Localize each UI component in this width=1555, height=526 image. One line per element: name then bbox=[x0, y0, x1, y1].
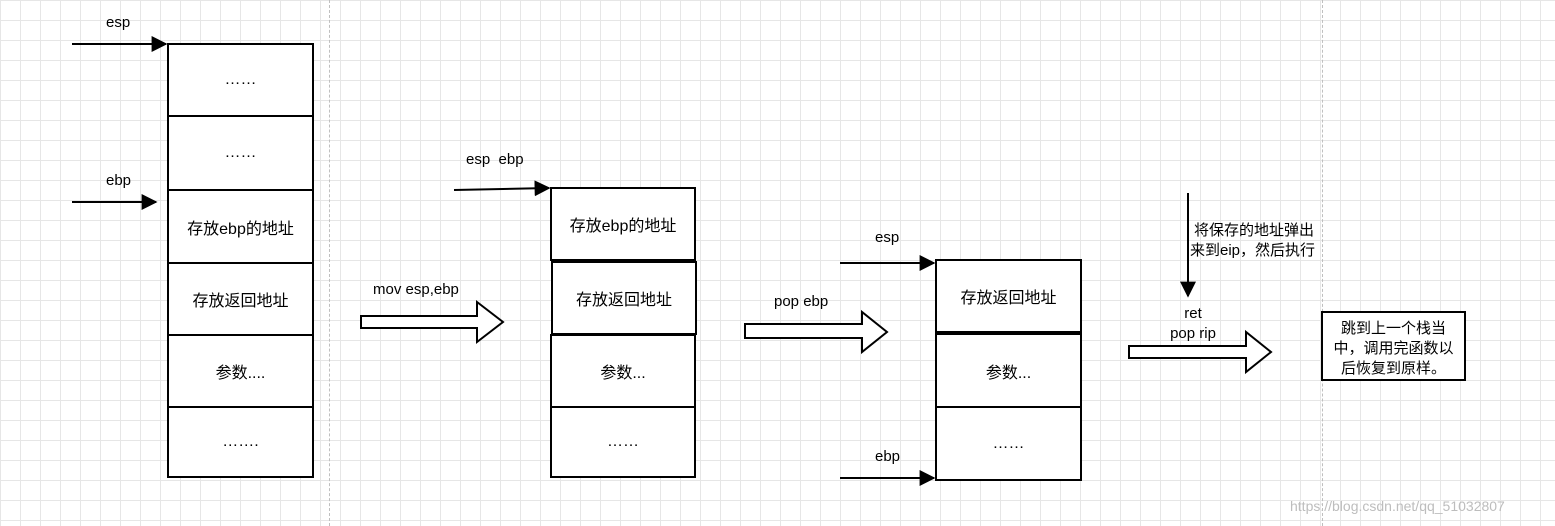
step3-note-line2: 来到eip，然后执行 bbox=[1190, 242, 1316, 259]
stack3-esp-label: esp bbox=[875, 229, 900, 246]
stack1-cell-3-text: 存放ebp的地址 bbox=[187, 220, 294, 238]
stack2-pointer-label: esp ebp bbox=[466, 151, 524, 168]
result-line-3: 后恢复到原样。 bbox=[1340, 360, 1446, 377]
stack2-cell-2-text: 存放返回地址 bbox=[575, 292, 672, 309]
step-arrow-2 bbox=[744, 309, 889, 355]
step1-instruction: mov esp,ebp bbox=[373, 281, 459, 298]
step3-instruction-line2: pop rip bbox=[1170, 325, 1216, 342]
step3-instruction-line1: ret bbox=[1184, 305, 1202, 322]
step3-note-line1: 将保存的地址弹出 bbox=[1194, 222, 1315, 239]
stack2-cell-3-text: 参数... bbox=[600, 365, 646, 382]
stack3-cell-3: …… bbox=[935, 406, 1082, 481]
stack1-cell-4-text: 存放返回地址 bbox=[192, 293, 289, 310]
stack3-cell-2: 参数... bbox=[935, 333, 1082, 408]
step2-instruction: pop ebp bbox=[774, 293, 829, 310]
stack1-cell-2-text: …… bbox=[224, 144, 257, 161]
result-line-1: 跳到上一个栈当 bbox=[1340, 320, 1446, 337]
stack1-cell-5-text: 参数.... bbox=[215, 365, 266, 382]
stack1-cell-1-text: …… bbox=[224, 71, 257, 88]
step-arrow-1 bbox=[360, 299, 505, 345]
result-line-2: 中，调用完函数以 bbox=[1333, 340, 1454, 357]
stack3-cell-1: 存放返回地址 bbox=[935, 259, 1082, 333]
esp-ebp-pointer-arrow-2 bbox=[453, 180, 551, 197]
page-divider-2 bbox=[1322, 0, 1323, 526]
stack1-cell-3: 存放ebp的地址 bbox=[167, 189, 314, 264]
stack2-cell-2: 存放返回地址 bbox=[551, 261, 697, 335]
stack1-cell-4: 存放返回地址 bbox=[167, 262, 314, 336]
stack2-cell-3: 参数... bbox=[550, 334, 696, 408]
page-divider-1 bbox=[329, 0, 330, 526]
step-arrow-3 bbox=[1128, 329, 1273, 375]
stack3-ebp-label: ebp bbox=[875, 448, 901, 465]
stack2-cell-1: 存放ebp的地址 bbox=[550, 187, 696, 261]
stack3-cell-2-text: 参数... bbox=[985, 364, 1032, 382]
stack2-cell-4-text: …… bbox=[607, 433, 639, 450]
stack1-cell-2: …… bbox=[167, 115, 314, 191]
watermark: https://blog.csdn.net/qq_51032807 bbox=[1290, 498, 1505, 514]
stack1-cell-6: ……. bbox=[167, 406, 314, 478]
stack3-cell-1-text: 存放返回地址 bbox=[960, 290, 1057, 307]
stack1-cell-6-text: ……. bbox=[222, 433, 259, 450]
stack1-cell-5: 参数.... bbox=[167, 334, 314, 408]
stack3-cell-3-text: …… bbox=[992, 434, 1025, 452]
stack1-esp-label: esp bbox=[106, 14, 131, 31]
stack2-cell-4: …… bbox=[550, 406, 696, 478]
stack1-cell-1: …… bbox=[167, 43, 314, 117]
result-note-box: 跳到上一个栈当 中，调用完函数以 后恢复到原样。 bbox=[1321, 311, 1466, 381]
stack2-cell-1-text: 存放ebp的地址 bbox=[569, 218, 677, 235]
stack1-ebp-label: ebp bbox=[106, 172, 132, 189]
